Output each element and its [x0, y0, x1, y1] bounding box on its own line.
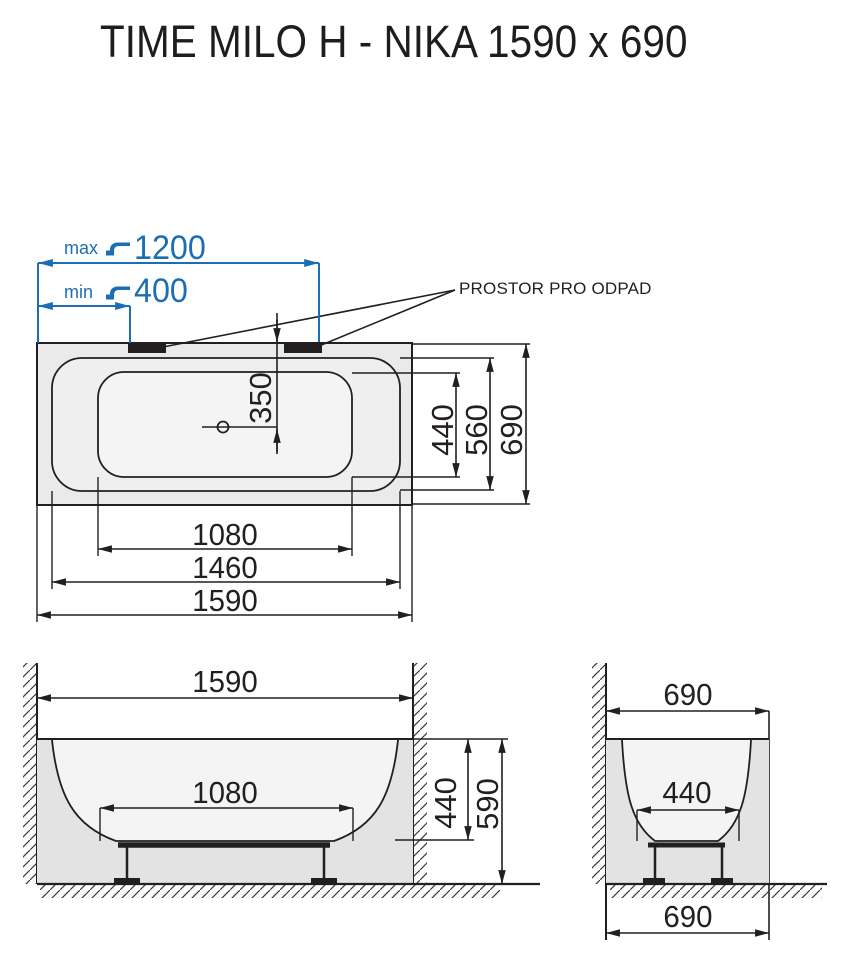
- front-section-view: [23, 663, 540, 898]
- drain-space-note: PROSTOR PRO ODPAD: [459, 279, 652, 298]
- leader-line-left-tab: [162, 289, 456, 348]
- front-dim-1080-text: 1080: [192, 775, 258, 810]
- floor-hatch: [610, 885, 822, 898]
- max-label: max: [64, 238, 99, 258]
- side-dim-690-top-text: 690: [663, 677, 713, 712]
- drain-space-tab-left: [128, 343, 166, 353]
- faucet-icon: [106, 242, 130, 256]
- right-dimension-lines: [452, 344, 530, 504]
- max-value: 1200: [134, 229, 206, 267]
- front-dim-440-text: 440: [428, 777, 463, 829]
- dim-1460-text: 1460: [192, 550, 258, 585]
- tub-basin-profile: [621, 739, 752, 842]
- wall-hatch-right: [413, 663, 427, 884]
- foot-right: [711, 878, 733, 884]
- faucet-icon: [106, 286, 130, 300]
- foot-left: [114, 878, 140, 884]
- dim-440: [636, 806, 740, 841]
- right-extension-lines: [352, 343, 530, 505]
- dim-560-text: 560: [459, 404, 494, 456]
- side-dim-440-text: 440: [662, 775, 712, 810]
- foot-right: [311, 878, 337, 884]
- floor-hatch: [40, 885, 500, 898]
- tub-basin-profile: [51, 739, 399, 842]
- side-section-view: [592, 663, 827, 940]
- side-dim-690-bottom-text: 690: [663, 899, 713, 934]
- front-dim-590-text: 590: [470, 778, 505, 830]
- bottom-dimension-lines: [37, 545, 412, 619]
- height-dimensions: [395, 738, 508, 884]
- wall-hatch: [592, 663, 606, 884]
- dim-1080-text: 1080: [192, 517, 258, 552]
- front-dim-1590-text: 1590: [192, 664, 258, 699]
- bottom-extension-lines: [36, 477, 413, 622]
- dim-1590-text: 1590: [192, 583, 258, 618]
- dim-350-text: 350: [243, 372, 278, 424]
- min-value: 400: [134, 272, 188, 310]
- min-label: min: [64, 282, 94, 302]
- drain-space-tab-right: [284, 343, 322, 353]
- faucet-dimensions: [37, 259, 320, 343]
- dim-1080: [99, 804, 354, 841]
- foot-left: [643, 878, 665, 884]
- leader-line-right-tab: [318, 289, 456, 347]
- top-view: [36, 289, 530, 622]
- page-title: TIME MILO H - NIKA 1590 x 690: [100, 16, 688, 67]
- wall-hatch-left: [23, 663, 37, 884]
- dim-440-text: 440: [425, 404, 460, 456]
- dim-690-text: 690: [494, 404, 529, 456]
